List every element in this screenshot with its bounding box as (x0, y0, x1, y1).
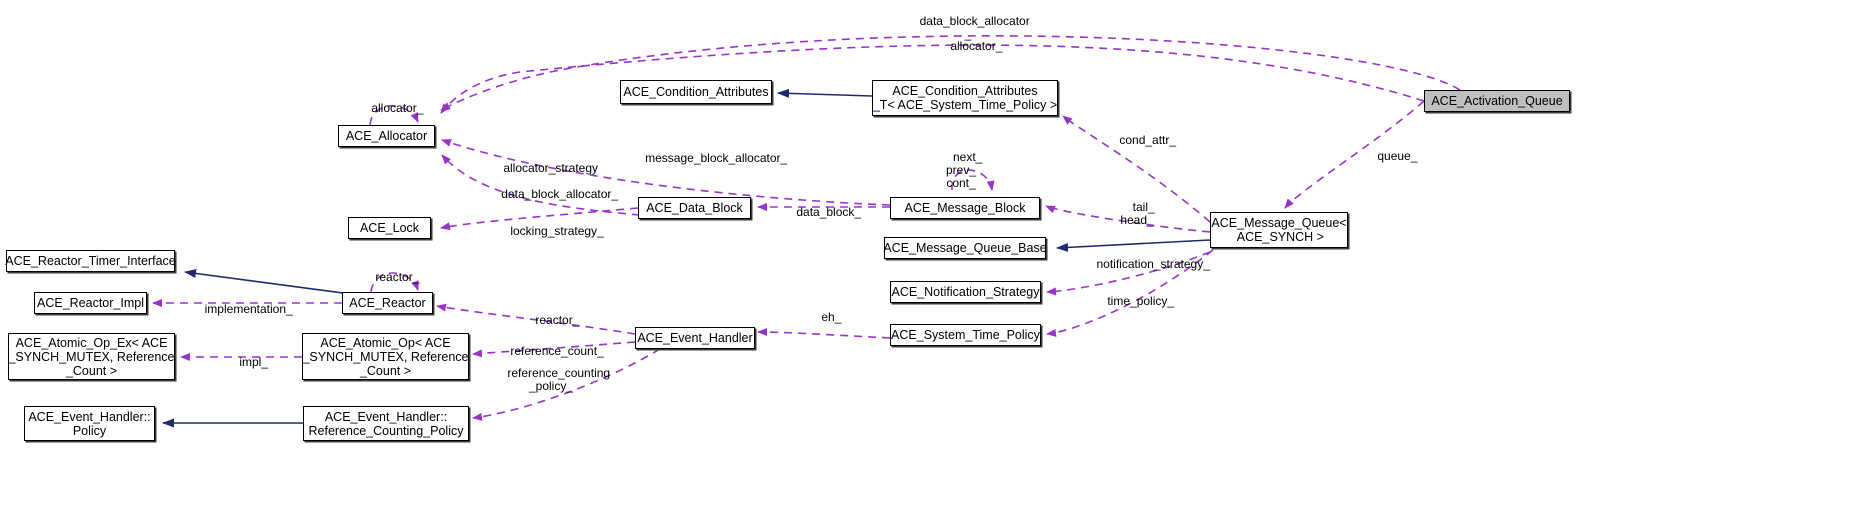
node-ace-notification-strategy[interactable]: ACE_Notification_Strategy (890, 281, 1041, 303)
edge-label-reactor-assoc: reactor_ (522, 301, 580, 340)
edge-label-impl: impl_ (226, 343, 268, 382)
edge-label-text: reactor_ (535, 313, 580, 327)
edge-label-text: allocator_ (371, 101, 424, 115)
edge-label-text: eh_ (821, 310, 842, 324)
edge-label-allocator-top: allocator_ (937, 27, 1003, 66)
node-ace-lock[interactable]: ACE_Lock (348, 217, 431, 239)
node-label: ACE_Allocator (345, 129, 428, 143)
node-ace-event-handler-policy[interactable]: ACE_Event_Handler:: Policy (24, 406, 155, 441)
edge-label-locking-strategy: locking_strategy_ (497, 212, 603, 251)
edge-label-queue: queue_ (1364, 137, 1417, 176)
edge-label-text: data_block_ (796, 205, 862, 219)
edge-label-text: impl_ (239, 355, 269, 369)
node-ace-event-handler[interactable]: ACE_Event_Handler (635, 327, 755, 349)
edge-label-text: allocator_ (950, 39, 1003, 53)
node-label: ACE_Event_Handler (637, 331, 753, 345)
edge-label-text: locking_strategy_ (510, 224, 604, 238)
node-label: ACE_Message_Block (904, 201, 1026, 215)
node-label: ACE_Condition_Attributes (623, 85, 769, 99)
association-edges (152, 35, 1461, 421)
edge-label-cond-attr: cond_attr_ (1106, 121, 1177, 160)
edge-label-text: time_policy_ (1107, 294, 1175, 308)
node-ace-message-block[interactable]: ACE_Message_Block (890, 197, 1040, 219)
edge-label-data-block-allocator-mid: data_block_allocator_ (485, 175, 621, 214)
node-ace-atomic-op[interactable]: ACE_Atomic_Op< ACE _SYNCH_MUTEX, Referen… (302, 333, 469, 380)
node-ace-reactor-timer-interface[interactable]: ACE_Reactor_Timer_Interface (5, 250, 176, 272)
node-ace-condition-attributes[interactable]: ACE_Condition_Attributes (620, 80, 772, 104)
edge-label-reference-counting-policy: reference_counting _policy_ (494, 354, 611, 406)
edge-label-text: implementation_ (204, 302, 293, 316)
node-label: ACE_Message_Queue< ACE_SYNCH > (1211, 216, 1347, 244)
node-label: ACE_System_Time_Policy (891, 328, 1040, 342)
edge-label-next-prev-cont: next_ prev_ cont_ (937, 138, 985, 203)
node-label: ACE_Lock (359, 221, 420, 235)
edge-label-time-policy: time_policy_ (1094, 282, 1175, 321)
edge-label-text: data_block_allocator _ (919, 14, 1030, 41)
node-ace-condition-attributes-t[interactable]: ACE_Condition_Attributes _T< ACE_System_… (872, 80, 1058, 116)
edge-label-text: queue_ (1377, 149, 1418, 163)
edge-label-reference-count: reference_count_ (497, 332, 604, 371)
edge-label-text: tail_ head_ (1120, 200, 1155, 227)
edge-label-message-block-allocator: message_block_allocator_ (631, 139, 788, 178)
edge-label-implementation: implementation_ (190, 290, 294, 329)
node-ace-system-time-policy[interactable]: ACE_System_Time_Policy (890, 324, 1041, 346)
edge-label-text: reference_count_ (510, 344, 604, 358)
node-ace-atomic-op-ex[interactable]: ACE_Atomic_Op_Ex< ACE _SYNCH_MUTEX, Refe… (8, 333, 175, 380)
node-label: ACE_Atomic_Op< ACE _SYNCH_MUTEX, Referen… (302, 335, 469, 378)
edge-label-eh: eh_ (808, 298, 841, 337)
node-ace-event-handler-reference-counting-policy[interactable]: ACE_Event_Handler:: Reference_Counting_P… (303, 406, 469, 441)
edge-label-text: reactor_ (375, 270, 420, 284)
node-label: ACE_Message_Queue_Base (883, 241, 1047, 255)
node-label: ACE_Activation_Queue (1431, 94, 1563, 108)
node-label: ACE_Data_Block (646, 201, 743, 215)
node-label: ACE_Atomic_Op_Ex< ACE _SYNCH_MUTEX, Refe… (8, 335, 175, 378)
edge-label-notification-strategy: notification_strategy_ (1078, 245, 1215, 284)
node-label: ACE_Reactor (349, 296, 426, 310)
node-ace-data-block[interactable]: ACE_Data_Block (638, 197, 751, 219)
node-label: ACE_Reactor_Timer_Interface (5, 254, 176, 268)
edge-label-text: reference_counting _policy_ (507, 366, 611, 393)
edge-label-allocator-self: allocator_ (358, 89, 424, 128)
node-label: ACE_Event_Handler:: Reference_Counting_P… (308, 409, 464, 438)
node-ace-message-queue-base[interactable]: ACE_Message_Queue_Base (883, 237, 1047, 259)
edge-label-tail-head: tail_ head_ (1115, 188, 1159, 240)
edge-label-text: notification_strategy_ (1096, 257, 1210, 271)
node-label: ACE_Reactor_Impl (37, 296, 144, 310)
node-ace-reactor-impl[interactable]: ACE_Reactor_Impl (34, 292, 147, 314)
node-label: ACE_Event_Handler:: Policy (28, 409, 151, 438)
edge-label-allocator-strategy: allocator_strategy (488, 149, 600, 188)
node-ace-reactor[interactable]: ACE_Reactor (342, 292, 433, 314)
edge-label-text: data_block_allocator_ (501, 187, 619, 201)
node-ace-message-queue[interactable]: ACE_Message_Queue< ACE_SYNCH > (1210, 212, 1348, 248)
edge-label-text: message_block_allocator_ (645, 151, 788, 165)
node-ace-allocator[interactable]: ACE_Allocator (338, 125, 435, 147)
node-label: ACE_Condition_Attributes _T< ACE_System_… (872, 84, 1058, 112)
edge-label-text: allocator_strategy (503, 161, 599, 175)
node-ace-activation-queue[interactable]: ACE_Activation_Queue (1424, 90, 1570, 112)
edge-label-data-block: data_block_ (783, 193, 861, 232)
edge-label-text: next_ prev_ cont_ (945, 150, 983, 190)
edge-label-data-block-allocator-top: data_block_allocator _ (900, 2, 1036, 54)
edge-label-text: cond_attr_ (1119, 133, 1177, 147)
edge-label-reactor-self: reactor_ (362, 258, 420, 297)
node-label: ACE_Notification_Strategy (891, 285, 1040, 299)
